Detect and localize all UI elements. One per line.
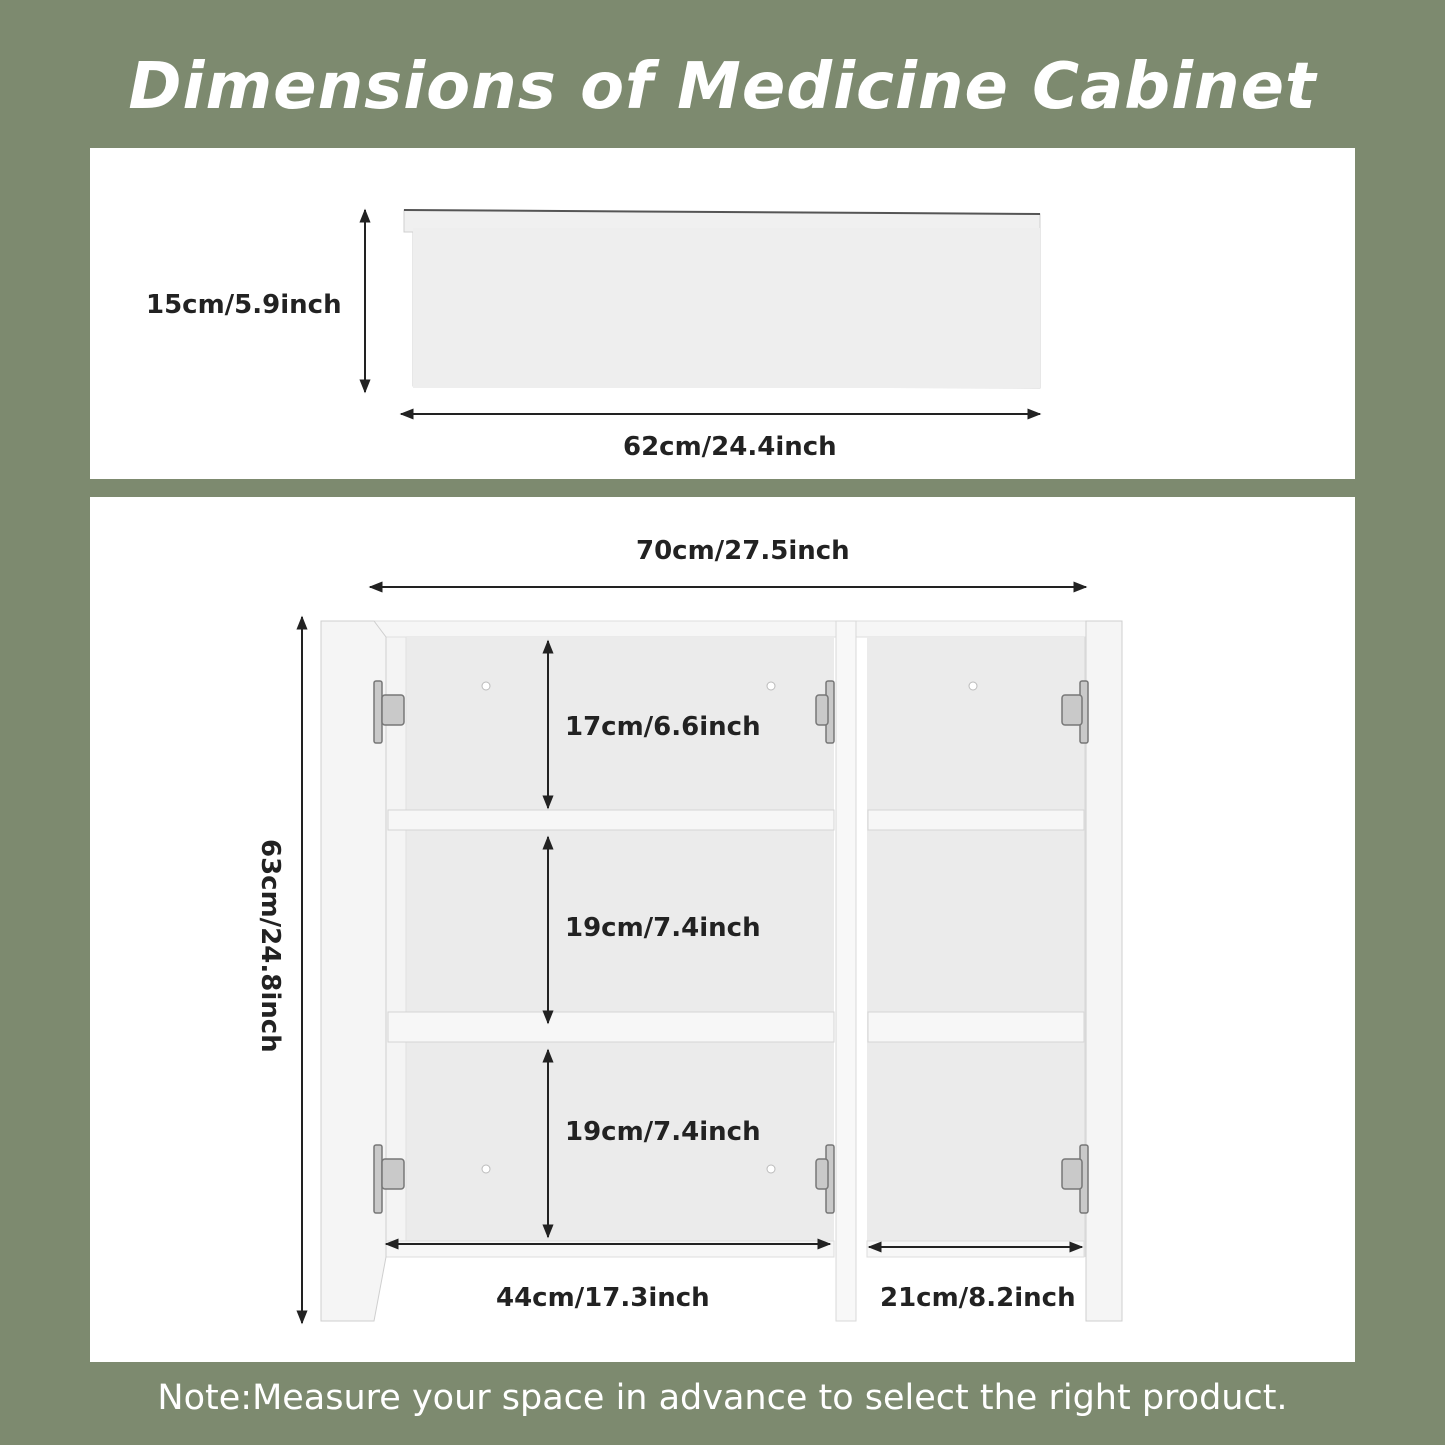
overall-width-label: 70cm/27.5inch <box>636 536 850 566</box>
front-view-panel: 70cm/27.5inch 63cm/24.8inch 17cm/6.6inch… <box>90 497 1355 1362</box>
height-label: 63cm/24.8inch <box>255 839 285 1053</box>
shelves <box>387 809 1085 1043</box>
left-section-width-label: 44cm/17.3inch <box>496 1283 710 1313</box>
depth-label: 15cm/5.9inch <box>146 290 342 320</box>
top-view-panel: 15cm/5.9inch 62cm/24.4inch <box>90 148 1355 479</box>
top-view-drawing <box>359 208 1042 420</box>
cabinet-top-view <box>403 209 1041 389</box>
middle-shelf-label: 19cm/7.4inch <box>565 913 761 943</box>
top-shelf-label: 17cm/6.6inch <box>565 712 761 742</box>
cabinet-body <box>371 620 1123 1322</box>
top-width-label: 62cm/24.4inch <box>623 432 837 462</box>
page-title: Dimensions of Medicine Cabinet <box>128 50 1317 124</box>
front-view-drawing <box>296 581 1123 1325</box>
cabinet-doors <box>320 620 1123 1322</box>
mounting-holes <box>481 681 978 1174</box>
hinges <box>373 680 1089 1214</box>
note-text: Note:Measure your space in advance to se… <box>157 1378 1288 1418</box>
right-section-width-label: 21cm/8.2inch <box>880 1283 1076 1313</box>
bottom-shelf-label: 19cm/7.4inch <box>565 1117 761 1147</box>
